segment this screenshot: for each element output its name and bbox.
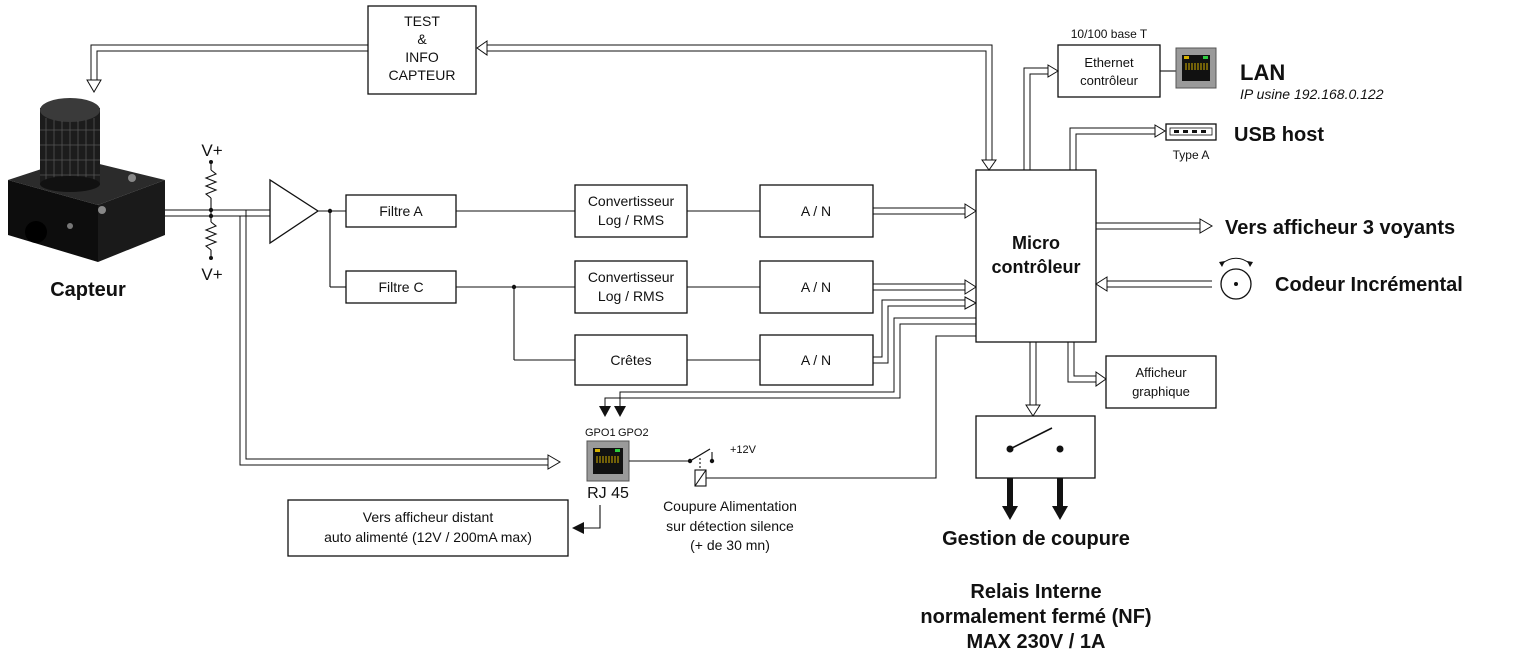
ip-label: IP usine 192.168.0.122 (1240, 86, 1384, 102)
cutoff-management-label: Gestion de coupure (942, 528, 1130, 550)
micro-to-usb-bus (1069, 124, 1166, 170)
ethernet-line1: Ethernet (1084, 55, 1134, 70)
peaks-label: Crêtes (610, 352, 651, 368)
peaks-box (574, 334, 688, 386)
filter-a-box (345, 194, 457, 228)
filter-outputs (456, 210, 575, 361)
sensor-signal-bus (165, 209, 270, 217)
amplifier-outputs (318, 208, 346, 288)
converter-c-line1: Convertisseur (588, 269, 675, 285)
micro-to-indicators-bus (1096, 218, 1213, 234)
encoder-to-micro-bus (1095, 276, 1212, 292)
adc-1-box (759, 184, 874, 238)
encoder-label: Codeur Incrémental (1275, 274, 1463, 296)
micro-to-gpo-bus (599, 317, 976, 417)
v-plus-top-label: V+ (201, 141, 222, 160)
gpo2-label: GPO2 (618, 427, 649, 439)
lan-label: LAN (1240, 60, 1285, 85)
v-plus-bottom-label: V+ (201, 265, 222, 284)
filter-a-label: Filtre A (379, 203, 423, 219)
test-info-line4: CAPTEUR (389, 67, 456, 83)
ethernet-box (1057, 44, 1161, 98)
remote-display-line2: auto alimenté (12V / 200mA max) (324, 529, 532, 545)
test-info-line3: INFO (405, 49, 439, 65)
gpo1-label: GPO1 (585, 427, 616, 439)
adc-3-box (759, 334, 874, 386)
remote-display-line1: Vers afficheur distant (363, 509, 494, 525)
relay-box (975, 415, 1096, 479)
relay-output-arrows (1002, 478, 1068, 520)
base-t-label: 10/100 base T (1071, 27, 1148, 41)
converter-a-line1: Convertisseur (588, 193, 675, 209)
filter-c-label: Filtre C (378, 279, 423, 295)
converter-a-box (574, 184, 688, 238)
micro-to-display-bus (1067, 342, 1107, 387)
converter-outputs (687, 210, 760, 361)
rj45-to-remote-display (572, 505, 601, 534)
sensor-image (8, 98, 165, 262)
relay-switch-icon (1006, 427, 1064, 453)
sensor-label: Capteur (50, 279, 126, 301)
test-info-buses (86, 40, 997, 171)
relay-line1: Relais Interne (970, 581, 1101, 603)
usb-port-icon (1165, 123, 1217, 141)
power-cut-line3: (+ de 30 mn) (690, 537, 770, 553)
sensor-to-rj45-bus (239, 210, 561, 470)
converter-a-line2: Log / RMS (598, 212, 664, 228)
filter-c-box (345, 270, 457, 304)
test-info-line2: & (417, 31, 427, 47)
graphic-display-box (1105, 355, 1217, 409)
adc-3-label: A / N (801, 352, 831, 368)
adc-2-label: A / N (801, 279, 831, 295)
adc-1-label: A / N (801, 203, 831, 219)
graphic-display-line2: graphique (1132, 384, 1190, 399)
lan-port-icon (1175, 47, 1217, 89)
relay-line3: MAX 230V / 1A (967, 631, 1106, 653)
converter-c-line2: Log / RMS (598, 288, 664, 304)
adc-2-box (759, 260, 874, 314)
rj45-label: RJ 45 (587, 485, 629, 502)
relay-line2: normalement fermé (NF) (920, 606, 1151, 628)
remote-display-box (287, 499, 569, 557)
indicators-label: Vers afficheur 3 voyants (1225, 217, 1455, 239)
micro-to-relay-bus (1025, 342, 1041, 417)
usb-type-label: Type A (1173, 148, 1210, 162)
rj45-port-icon (586, 440, 630, 482)
rotary-encoder-icon (1219, 257, 1253, 300)
test-info-line1: TEST (404, 13, 440, 29)
microcontroller-line1: Micro (1012, 233, 1060, 253)
microcontroller-box (975, 169, 1097, 343)
microcontroller-line2: contrôleur (991, 257, 1080, 277)
graphic-display-line1: Afficheur (1135, 365, 1187, 380)
amplifier-triangle (269, 178, 320, 245)
usb-host-label: USB host (1234, 124, 1324, 146)
plus-12v-label: +12V (730, 444, 757, 456)
micro-to-ethernet-bus (1023, 64, 1176, 170)
ethernet-line2: contrôleur (1080, 73, 1138, 88)
power-cut-line2: sur détection silence (666, 518, 794, 534)
adc-to-micro-buses (873, 203, 978, 364)
power-cut-line1: Coupure Alimentation (663, 498, 797, 514)
converter-c-box (574, 260, 688, 314)
power-cut-switch (629, 335, 976, 487)
test-info-box (367, 5, 477, 95)
